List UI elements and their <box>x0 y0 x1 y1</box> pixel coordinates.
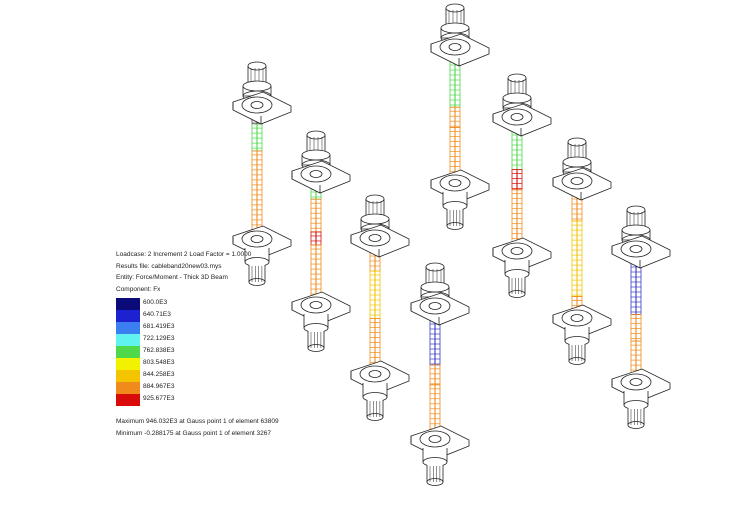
legend-value: 884.967E3 <box>143 383 175 390</box>
loadcase-label: Loadcase: 2 Increment 2 Load Factor = 1.… <box>116 251 252 258</box>
color-legend: 600.0E3 640.71E3 681.419E3 722.129E3 762.838… <box>116 298 236 406</box>
legend-swatch <box>116 382 140 394</box>
legend-value: 925.677E3 <box>143 395 175 402</box>
bolt-hole <box>250 235 264 243</box>
bolt-assembly <box>350 194 410 421</box>
bolt-assembly <box>552 137 612 365</box>
bolt-hole <box>510 247 524 255</box>
legend-row: 600.0E3 <box>116 298 236 310</box>
bolt-hole <box>448 43 462 51</box>
legend-value: 762.838E3 <box>143 347 175 354</box>
legend-value: 681.419E3 <box>143 323 175 330</box>
legend-swatch <box>116 334 140 346</box>
legend-value: 844.258E3 <box>143 371 175 378</box>
legend-row: 803.548E3 <box>116 358 236 370</box>
legend-value: 803.548E3 <box>143 359 175 366</box>
legend-swatch <box>116 370 140 382</box>
bolt-assembly <box>611 205 671 429</box>
legend-row: 722.129E3 <box>116 334 236 346</box>
legend-row: 844.258E3 <box>116 370 236 382</box>
bolt-assembly <box>232 61 292 286</box>
maximum-label: Maximum 946.032E3 at Gauss point 1 of el… <box>116 418 279 425</box>
bolt-hole <box>309 301 323 309</box>
legend-swatch <box>116 346 140 358</box>
bolt-hole <box>570 314 584 322</box>
bolt-hole <box>309 170 323 178</box>
bolt-hole <box>629 245 643 253</box>
legend-row: 762.838E3 <box>116 346 236 358</box>
bolt-hole <box>448 179 462 187</box>
bolt-hole <box>428 435 442 443</box>
legend-row: 884.967E3 <box>116 382 236 394</box>
legend-swatch <box>116 322 140 334</box>
legend-swatch <box>116 358 140 370</box>
bolt-assembly <box>492 73 552 298</box>
legend-value: 722.129E3 <box>143 335 175 342</box>
legend-row: 681.419E3 <box>116 322 236 334</box>
bolt-hole <box>510 113 524 121</box>
legend-swatch <box>116 298 140 310</box>
bolt-hole <box>250 101 264 109</box>
legend-row: 925.677E3 <box>116 394 236 406</box>
legend-swatch <box>116 394 140 406</box>
bolt-hole <box>428 302 442 310</box>
bolt-assembly <box>430 3 490 230</box>
legend-value: 600.0E3 <box>143 299 168 306</box>
minimum-label: Minimum -0.288175 at Gauss point 1 of el… <box>116 430 272 437</box>
results-file-label: Results file: cableband20new03.mys <box>116 263 222 270</box>
component-label: Component: Fx <box>116 286 161 293</box>
entity-label: Entity: Force/Moment - Thick 3D Beam <box>116 274 228 281</box>
bolt-hole <box>368 234 382 242</box>
bolt-hole <box>629 378 643 386</box>
legend-value: 640.71E3 <box>143 311 171 318</box>
bolt-hole <box>570 177 584 185</box>
bolt-hole <box>368 370 382 378</box>
legend-row: 640.71E3 <box>116 310 236 322</box>
bolt-assembly <box>410 262 470 486</box>
legend-swatch <box>116 310 140 322</box>
bolt-assembly <box>291 130 351 352</box>
